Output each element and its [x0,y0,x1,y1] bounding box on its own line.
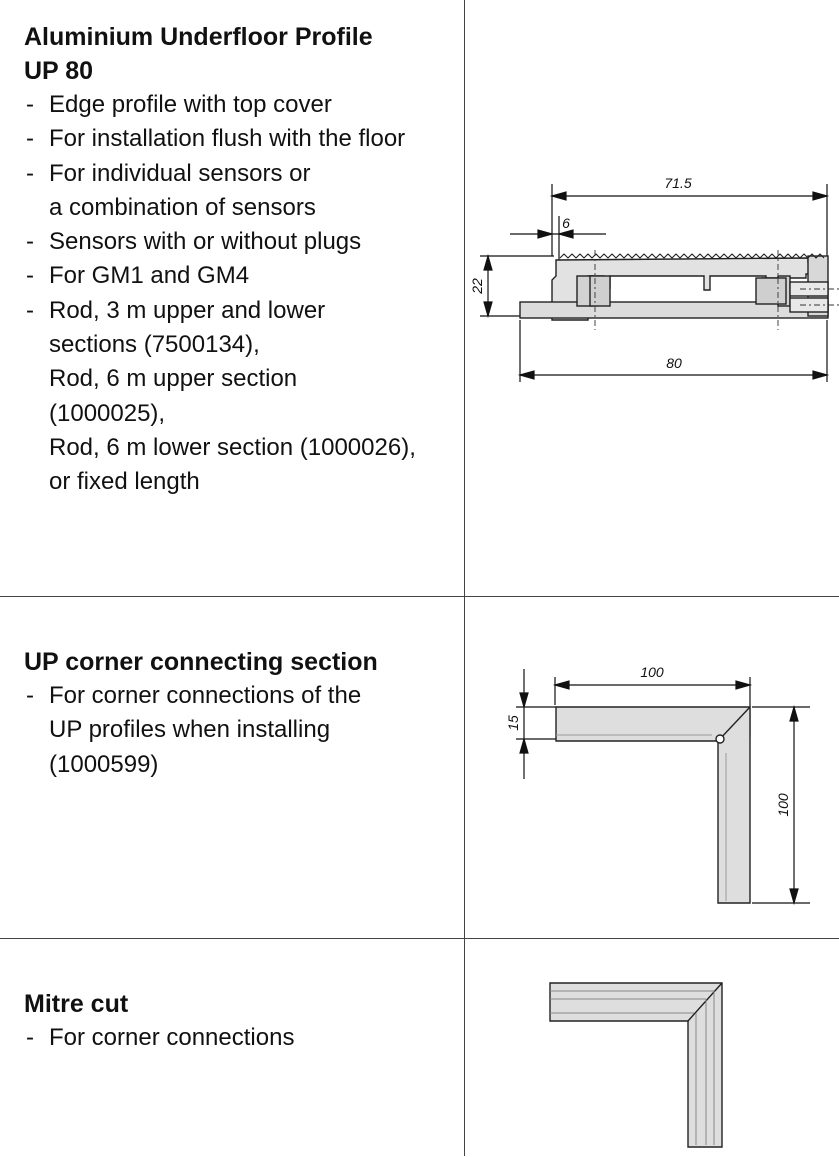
corner-bullets: For corner connections of the UP profile… [24,679,454,782]
up80-title-line2: UP 80 [24,57,94,85]
dim-71-5: 71.5 [664,175,691,191]
dim-width-100: 100 [640,664,664,680]
section-mitre-cut: Mitre cut For corner connections [0,938,839,1156]
list-item: For GM1 and GM4 [24,259,454,294]
list-item: For corner connections [24,1021,454,1056]
dim-80: 80 [666,355,682,371]
up80-title-line1: Aluminium Underfloor Profile [24,23,373,51]
up80-text: Aluminium Underfloor Profile UP 80 Edge … [24,20,454,500]
list-item: Sensors with or without plugs [24,225,454,260]
mitre-title: Mitre cut [24,990,129,1018]
dim-length-100: 100 [775,793,791,817]
mitre-cut-drawing [549,982,723,1148]
up80-bullets: Edge profile with top cover For installa… [24,88,454,500]
list-item: Rod, 3 m upper and lower sections (75001… [24,294,454,500]
up80-profile-drawing: 71.5 6 22 80 [470,175,839,382]
section-corner-connector: UP corner connecting section For corner … [0,596,839,938]
dim-22: 22 [470,278,485,295]
list-item: For installation flush with the floor [24,122,454,157]
list-item: For corner connections of the UP profile… [24,679,454,782]
up80-title: Aluminium Underfloor Profile UP 80 [24,20,454,88]
section-up80: Aluminium Underfloor Profile UP 80 Edge … [0,0,839,596]
mitre-bullets: For corner connections [24,1021,454,1056]
mitre-text: Mitre cut For corner connections [24,987,454,1056]
corner-connector-drawing: 100 15 100 [505,664,810,906]
corner-text: UP corner connecting section For corner … [24,645,454,782]
list-item: For individual sensors ora combination o… [24,157,454,226]
dim-6: 6 [562,215,570,231]
list-item: Edge profile with top cover [24,88,454,123]
column-divider [464,0,465,1156]
corner-title: UP corner connecting section [24,648,378,676]
dim-thickness-15: 15 [505,715,521,731]
